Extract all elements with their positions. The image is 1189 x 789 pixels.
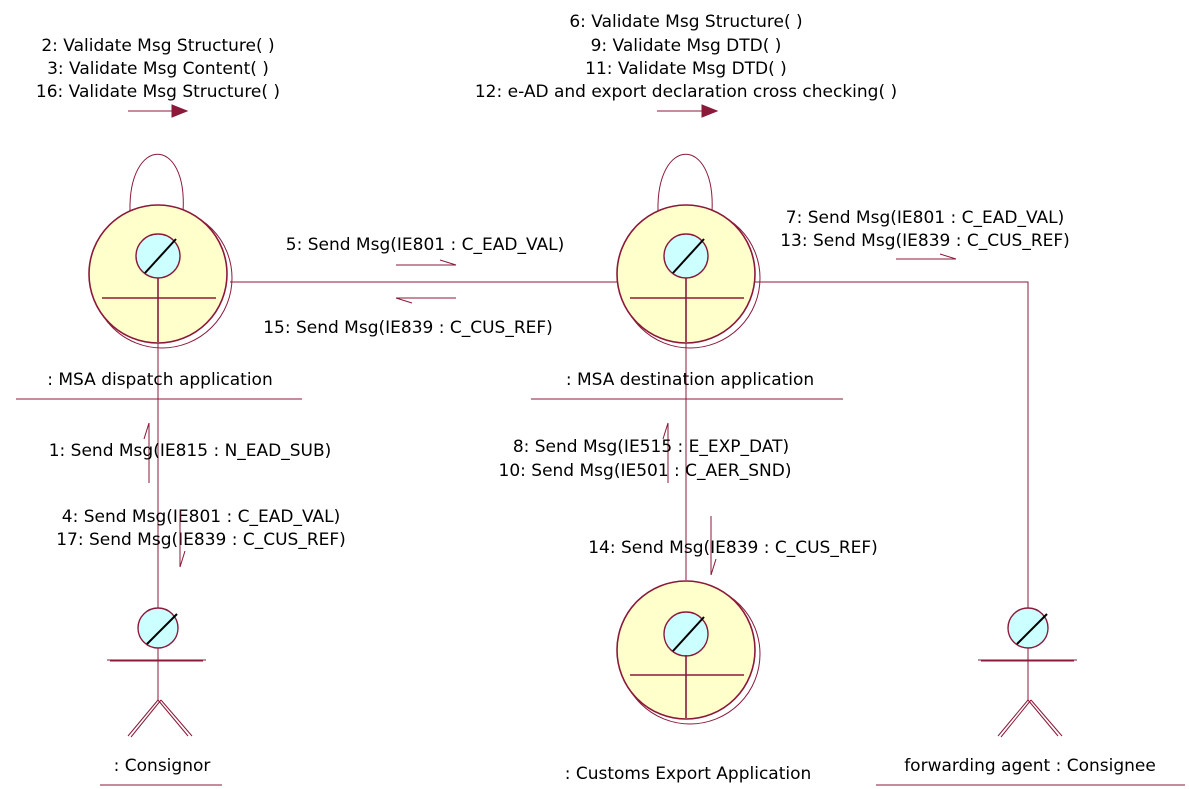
dispatch-self-messages: 2: Validate Msg Structure( ) 3: Validate… <box>36 36 280 118</box>
customs-application-label: : Customs Export Application <box>565 764 812 784</box>
consignor-actor[interactable] <box>107 607 206 738</box>
message-label: 1: Send Msg(IE815 : N_EAD_SUB) <box>49 441 332 461</box>
consignor-dispatch-messages: 1: Send Msg(IE815 : N_EAD_SUB) 4: Send M… <box>49 422 346 568</box>
consignee-label: forwarding agent : Consignee <box>904 756 1156 776</box>
customs-destination-messages: 8: Send Msg(IE515 : E_EXP_DAT) 10: Send … <box>499 422 878 576</box>
message-label: 8: Send Msg(IE515 : E_EXP_DAT) <box>513 437 789 457</box>
message-label: 13: Send Msg(IE839 : C_CUS_REF) <box>780 231 1070 251</box>
message-label: 10: Send Msg(IE501 : C_AER_SND) <box>499 461 792 481</box>
self-link-dispatch <box>129 154 184 213</box>
dispatch-application-label: : MSA dispatch application <box>47 370 272 390</box>
destination-application-object[interactable] <box>616 204 761 349</box>
links <box>129 154 1029 612</box>
arrow-head-icon <box>701 104 719 118</box>
message-label: 14: Send Msg(IE839 : C_CUS_REF) <box>588 538 878 558</box>
customs-application-object[interactable] <box>616 580 761 725</box>
message-label: 17: Send Msg(IE839 : C_CUS_REF) <box>56 530 346 550</box>
link-destination-consignee <box>752 281 1029 612</box>
destination-consignee-messages: 7: Send Msg(IE801 : C_EAD_VAL) 13: Send … <box>780 208 1070 260</box>
consignee-actor[interactable] <box>978 607 1077 738</box>
message-label: 11: Validate Msg DTD( ) <box>585 59 787 79</box>
arrow-head-icon <box>171 104 189 118</box>
message-label: 2: Validate Msg Structure( ) <box>41 36 274 56</box>
message-label: 3: Validate Msg Content( ) <box>47 59 269 79</box>
message-label: 9: Validate Msg DTD( ) <box>591 36 782 56</box>
dispatch-application-object[interactable] <box>88 204 233 349</box>
destination-self-messages: 6: Validate Msg Structure( ) 9: Validate… <box>475 12 897 118</box>
message-label: 12: e-AD and export declaration cross ch… <box>475 82 897 102</box>
message-label: 6: Validate Msg Structure( ) <box>569 12 802 32</box>
dispatch-destination-messages: 5: Send Msg(IE801 : C_EAD_VAL) 15: Send … <box>263 235 564 338</box>
self-link-destination <box>657 154 713 213</box>
message-label: 15: Send Msg(IE839 : C_CUS_REF) <box>263 318 553 338</box>
message-label: 5: Send Msg(IE801 : C_EAD_VAL) <box>286 235 564 255</box>
destination-application-label: : MSA destination application <box>566 370 814 390</box>
consignee-lens-icon <box>1007 607 1049 649</box>
consignor-label: : Consignor <box>114 756 211 776</box>
message-label: 4: Send Msg(IE801 : C_EAD_VAL) <box>62 507 340 527</box>
consignor-lens-icon <box>137 607 179 649</box>
message-label: 16: Validate Msg Structure( ) <box>36 82 280 102</box>
message-label: 7: Send Msg(IE801 : C_EAD_VAL) <box>786 208 1064 228</box>
